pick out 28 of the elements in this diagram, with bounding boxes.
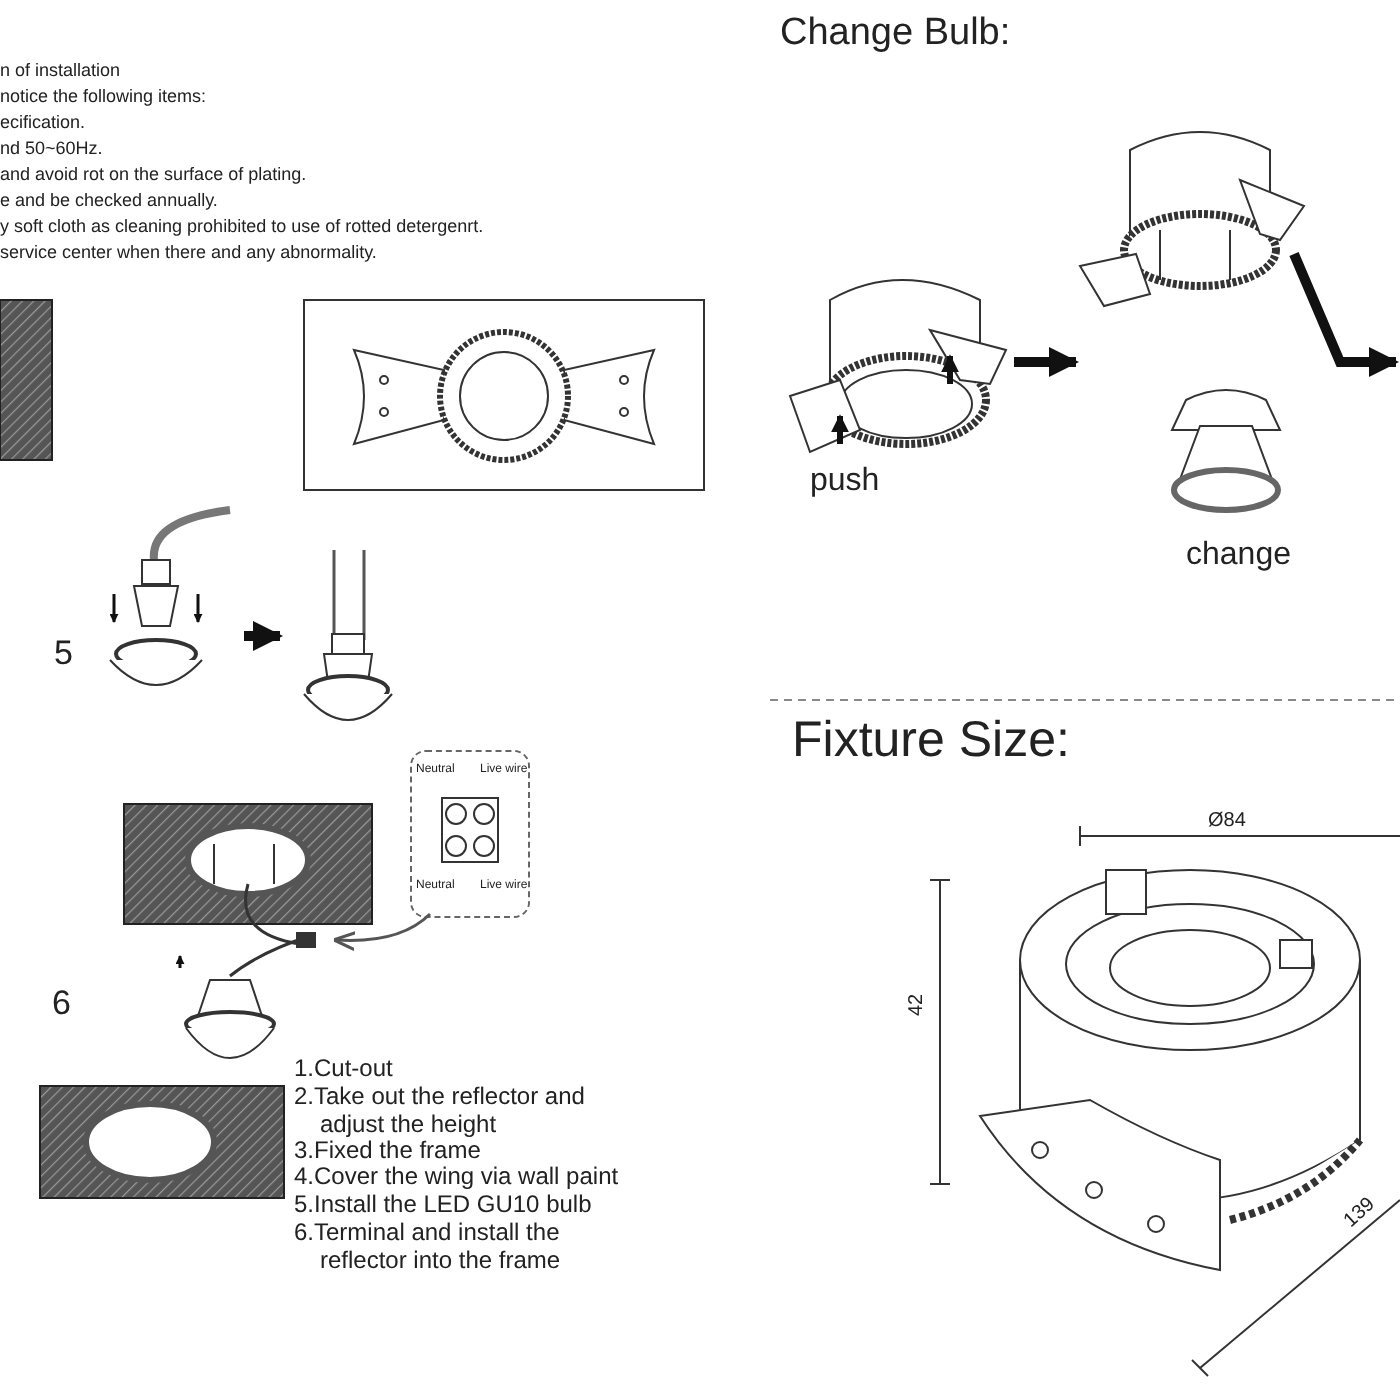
instruction-step: 1.Cut-out	[294, 1056, 393, 1084]
step-number: 6	[52, 984, 71, 1024]
note-text: e and be checked annually.	[0, 190, 218, 211]
note-text: notice the following items:	[0, 86, 207, 107]
note-text: and avoid rot on the surface of plating.	[0, 164, 307, 185]
note-text: service center when there and any abnormality.	[0, 242, 377, 263]
arrow	[244, 621, 283, 651]
wiring-detail-box	[410, 750, 530, 918]
node-label: push	[810, 464, 880, 501]
note-text: ecification.	[0, 112, 86, 133]
note-text: y soft cloth as cleaning prohibited to use of rotted detergenrt.	[0, 216, 484, 237]
arrow	[332, 912, 431, 951]
note-text: n of installation	[0, 60, 121, 81]
node-label: change	[1186, 538, 1291, 575]
instruction-step: 3.Fixed the frame	[294, 1138, 481, 1166]
arrow	[1289, 252, 1399, 377]
dimension-label: 42	[906, 993, 929, 1016]
instruction-step: 5.Install the LED GU10 bulb	[294, 1192, 592, 1220]
instruction-step: 2.Take out the reflector and adjust the height	[294, 1084, 620, 1140]
section-heading: Change Bulb:	[780, 12, 1011, 56]
dimension-label: Ø84	[1208, 810, 1246, 833]
note-text: nd 50~60Hz.	[0, 138, 103, 159]
node-label: 5	[54, 634, 73, 674]
instruction-step: 6.Terminal and install the reflector into the frame	[294, 1220, 640, 1276]
dimension-label: 139	[1340, 1193, 1381, 1234]
section-heading: Fixture Size:	[792, 712, 1070, 770]
instruction-step: 4.Cover the wing via wall paint	[294, 1164, 619, 1192]
arrow	[1014, 347, 1079, 377]
